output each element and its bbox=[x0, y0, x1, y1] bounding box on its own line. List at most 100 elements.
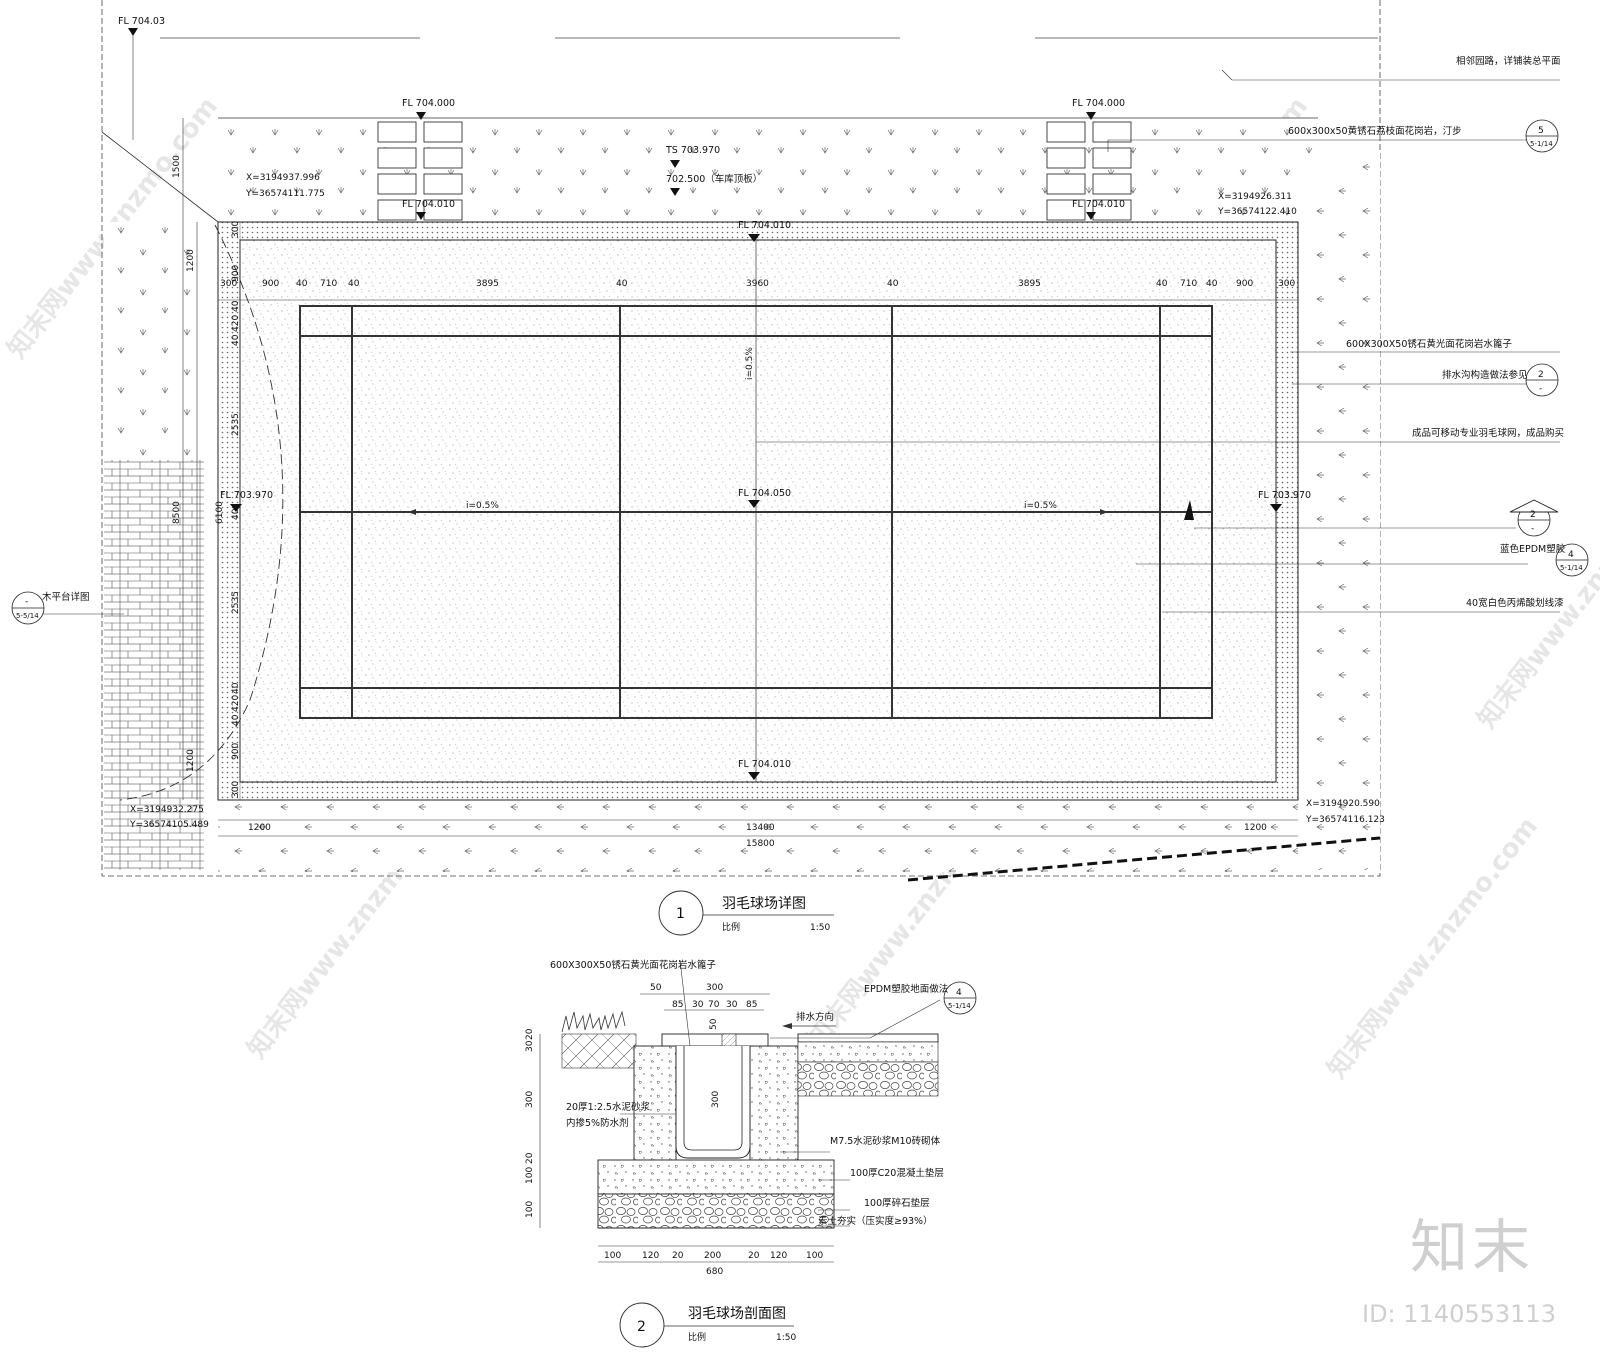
callout-text: 20厚1:2.5水泥砂浆 bbox=[566, 1101, 650, 1113]
elev-label: FL 704.03 bbox=[118, 16, 165, 27]
callout-text: 素土夯实（压实度≥93%） bbox=[818, 1215, 933, 1227]
dim-text: 40 bbox=[887, 279, 899, 289]
lawn-right bbox=[1300, 150, 1380, 870]
dim-text: 85 bbox=[746, 1000, 757, 1010]
callout-text: 100厚C20混凝土垫层 bbox=[850, 1167, 944, 1179]
dim-text: 1200 bbox=[1244, 823, 1267, 833]
asset-id: ID: 1140553113 bbox=[1362, 1300, 1556, 1328]
slope-arrow-head bbox=[408, 509, 416, 515]
court-section: 600X300X50锈石黄光面花岗岩水篦子 EPDM塑胶地面做法 4 5-1/1… bbox=[525, 959, 977, 1348]
ref-bubble-top: - bbox=[25, 597, 28, 607]
dim-text: 20 bbox=[525, 1152, 535, 1164]
elev-label: FL 704.010 bbox=[738, 220, 791, 231]
elev-label: 702.500（车库顶板） bbox=[666, 173, 762, 185]
dim-text: 30 bbox=[692, 1000, 704, 1010]
callout-text: 相邻园路，详铺装总平面 bbox=[1456, 55, 1561, 67]
dim-text: 300 bbox=[231, 781, 241, 798]
dim-text: 40 bbox=[231, 682, 241, 694]
stepping-stones-left bbox=[377, 121, 463, 221]
dim-text: 85 bbox=[672, 1000, 683, 1010]
coord-label: Y=36574105.489 bbox=[129, 820, 209, 830]
brand-logo-text: 知末 bbox=[1410, 1213, 1535, 1281]
dim-text: 300 bbox=[220, 279, 237, 289]
coord-label: X=3194926.311 bbox=[1218, 192, 1292, 202]
dim-text: 100 bbox=[525, 1201, 535, 1218]
callout-text: M7.5水泥砂浆M10砖砌体 bbox=[830, 1135, 941, 1147]
dim-text: 2535 bbox=[231, 591, 241, 614]
dim-text: 900 bbox=[262, 279, 279, 289]
callout-text: 600X300X50锈石黄光面花岗岩水篦子 bbox=[1346, 338, 1512, 350]
elev-label: FL 704.050 bbox=[738, 488, 791, 499]
section-triangle bbox=[1509, 499, 1559, 513]
dim-text: 900 bbox=[231, 743, 241, 760]
dim-text: 50 bbox=[650, 983, 662, 993]
coord-label: Y=36574116.123 bbox=[1305, 815, 1385, 825]
granite-grate bbox=[661, 1033, 769, 1047]
coord-label: Y=36574122.410 bbox=[1217, 207, 1297, 217]
plan-text: FL 704.03 FL 704.000 FL 704.000 TS 703.9… bbox=[16, 16, 1583, 933]
scale-label: 比例 bbox=[722, 921, 740, 933]
planting-soil bbox=[561, 1033, 637, 1069]
dim-text: 1500 bbox=[172, 155, 182, 178]
dim-text: 300 bbox=[1278, 279, 1295, 289]
u-channel-inner bbox=[683, 1046, 743, 1151]
dim-text: 300 bbox=[711, 1091, 721, 1108]
coord-label: X=3194920.590 bbox=[1306, 799, 1380, 809]
dim-text: 3895 bbox=[1018, 279, 1041, 289]
elevation-markers bbox=[128, 28, 1282, 780]
dim-text: 1200 bbox=[248, 823, 271, 833]
coord-label: X=3194937.996 bbox=[246, 173, 320, 183]
elev-label: FL 703.970 bbox=[220, 490, 273, 501]
callout-text: 100厚碎石垫层 bbox=[864, 1197, 930, 1209]
drawing-number-circle bbox=[658, 890, 704, 936]
dim-text: 100 bbox=[525, 1167, 535, 1184]
dim-text: 200 bbox=[704, 1251, 721, 1261]
dim-text: 40 bbox=[231, 300, 241, 312]
dim-text: 40 bbox=[231, 334, 241, 346]
elev-label: FL 704.010 bbox=[1072, 199, 1125, 210]
c20-concrete-slab bbox=[597, 1159, 835, 1195]
dim-text: 70 bbox=[708, 1000, 720, 1010]
ref-bubble-bottom: 5-1/14 bbox=[1560, 564, 1583, 572]
coord-label: X=3194932.275 bbox=[130, 805, 204, 815]
dim-text: 100 bbox=[806, 1251, 823, 1261]
callout-text: 40宽白色丙烯酸划线漆 bbox=[1466, 597, 1564, 609]
callout-text: 600x300x50黄锈石荔枝面花岗岩，汀步 bbox=[1288, 125, 1462, 137]
dim-text: 710 bbox=[320, 279, 337, 289]
dim-text: 6100 bbox=[215, 501, 225, 524]
leader-line bbox=[101, 131, 219, 223]
dim-text: 1200 bbox=[186, 249, 196, 272]
dim-text: 680 bbox=[706, 1267, 723, 1277]
callout-leaders bbox=[34, 69, 1560, 615]
scale-label: 比例 bbox=[688, 1331, 706, 1343]
dim-text: 40 bbox=[296, 279, 308, 289]
slope-arrow-head bbox=[1100, 509, 1108, 515]
elev-label: TS 703.970 bbox=[665, 145, 720, 156]
callout-text: 排水方向 bbox=[796, 1011, 834, 1023]
elev-label: FL 704.000 bbox=[1072, 98, 1125, 109]
dim-text: 420 bbox=[231, 315, 241, 332]
dim-text: 15800 bbox=[746, 839, 775, 849]
callout-text: 内掺5%防水剂 bbox=[566, 1117, 629, 1129]
dim-text: 13400 bbox=[746, 823, 775, 833]
scale-value: 1:50 bbox=[776, 1333, 796, 1343]
ref-bubble-top: 4 bbox=[1568, 550, 1574, 560]
dim-text: 40 bbox=[348, 279, 360, 289]
dim-text: 300 bbox=[706, 983, 723, 993]
section-dim-lines bbox=[539, 959, 941, 1263]
dim-text: 710 bbox=[1180, 279, 1197, 289]
dim-text: 50 bbox=[709, 1018, 719, 1030]
dim-text: 8500 bbox=[172, 501, 182, 524]
elev-label: FL 704.010 bbox=[738, 759, 791, 770]
deck-outline-arc bbox=[119, 224, 284, 801]
section-text: 600X300X50锈石黄光面花岗岩水篦子 EPDM塑胶地面做法 4 5-1/1… bbox=[525, 959, 971, 1348]
callout-text: 成品可移动专业羽毛球网，成品购买 bbox=[1412, 427, 1564, 439]
dim-text: 100 bbox=[604, 1251, 621, 1261]
ref-bubble-bottom: 5-5/14 bbox=[16, 612, 39, 620]
dim-text: 300 bbox=[231, 221, 241, 238]
coord-label: Y=36574111.775 bbox=[245, 189, 325, 199]
elev-label: FL 704.010 bbox=[402, 199, 455, 210]
drawing-number-circle bbox=[619, 1302, 665, 1348]
ref-bubbles bbox=[11, 119, 1589, 625]
